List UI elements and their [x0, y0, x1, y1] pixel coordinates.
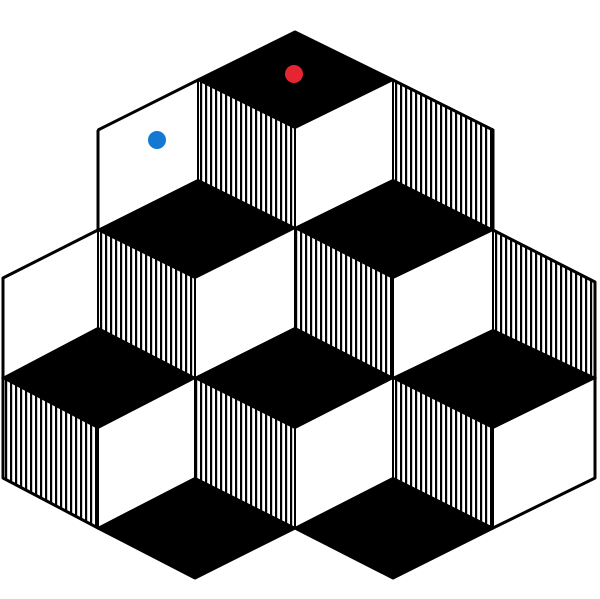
figure-outline	[1, 30, 597, 580]
red-marker-dot[interactable]	[285, 65, 303, 83]
blue-marker-dot[interactable]	[148, 131, 166, 149]
